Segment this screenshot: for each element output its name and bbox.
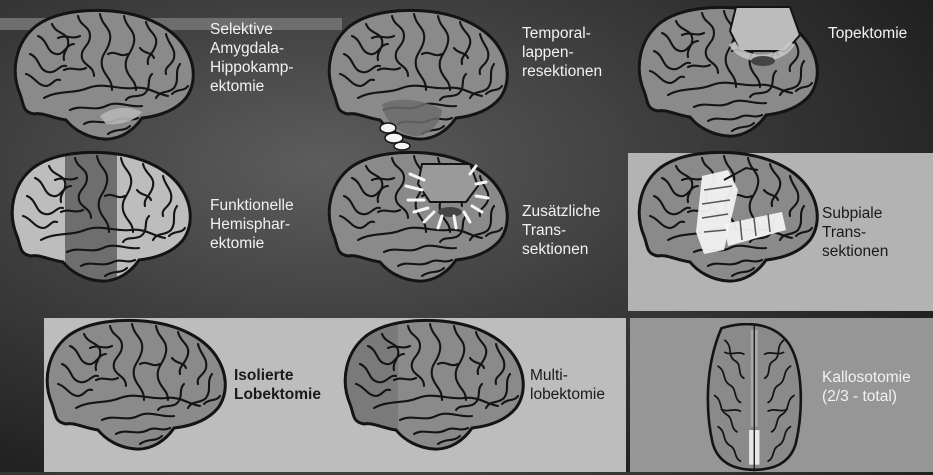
label-line: (2/3 - total) bbox=[822, 387, 911, 406]
label-line: ektomie bbox=[210, 234, 294, 253]
brain-subpial-transections bbox=[632, 150, 832, 300]
label-line: Subpiale bbox=[822, 204, 888, 223]
brain-callosotomy-top-view bbox=[676, 323, 836, 475]
label-temporal-resection: Temporal- lappen- resektionen bbox=[522, 24, 602, 81]
brain-amygdala-hippocampectomy bbox=[8, 8, 208, 158]
label-isolated-lobectomy: Isolierte Lobektomie bbox=[234, 366, 321, 404]
label-line: Topektomie bbox=[828, 24, 907, 43]
label-topectomy: Topektomie bbox=[828, 24, 907, 43]
brain-topectomy bbox=[632, 5, 832, 155]
label-line: ektomie bbox=[210, 77, 294, 96]
label-line: Funktionelle bbox=[210, 196, 294, 215]
label-subpial-transections: Subpiale Trans- sektionen bbox=[822, 204, 888, 261]
label-line: lappen- bbox=[522, 43, 602, 62]
label-line: Isolierte bbox=[234, 366, 321, 385]
brain-multilobectomy bbox=[338, 318, 538, 468]
label-additional-transections: Zusätzliche Trans- sektionen bbox=[522, 202, 600, 259]
label-line: sektionen bbox=[522, 240, 600, 259]
brain-additional-transections bbox=[322, 150, 522, 300]
label-line: Trans- bbox=[822, 223, 888, 242]
label-callosotomy: Kallosotomie (2/3 - total) bbox=[822, 368, 911, 406]
label-line: Amygdala- bbox=[210, 39, 294, 58]
label-line: Hippokamp- bbox=[210, 58, 294, 77]
label-line: Kallosotomie bbox=[822, 368, 911, 387]
label-selective-amygdala-hippocampectomy: Selektive Amygdala- Hippokamp- ektomie bbox=[210, 20, 294, 96]
label-multilobectomy: Multi- lobektomie bbox=[530, 366, 605, 404]
label-line: Hemisphar- bbox=[210, 215, 294, 234]
label-line: Trans- bbox=[522, 221, 600, 240]
label-line: Selektive bbox=[210, 20, 294, 39]
label-line: Multi- bbox=[530, 366, 605, 385]
brain-functional-hemispherectomy bbox=[5, 150, 205, 300]
label-line: Temporal- bbox=[522, 24, 602, 43]
brain-temporal-resection bbox=[322, 8, 522, 158]
label-line: sektionen bbox=[822, 242, 888, 261]
label-functional-hemispherectomy: Funktionelle Hemisphar- ektomie bbox=[210, 196, 294, 253]
label-line: Zusätzliche bbox=[522, 202, 600, 221]
label-line: lobektomie bbox=[530, 385, 605, 404]
label-line: resektionen bbox=[522, 62, 602, 81]
brain-isolated-lobectomy bbox=[40, 318, 240, 468]
label-line: Lobektomie bbox=[234, 385, 321, 404]
